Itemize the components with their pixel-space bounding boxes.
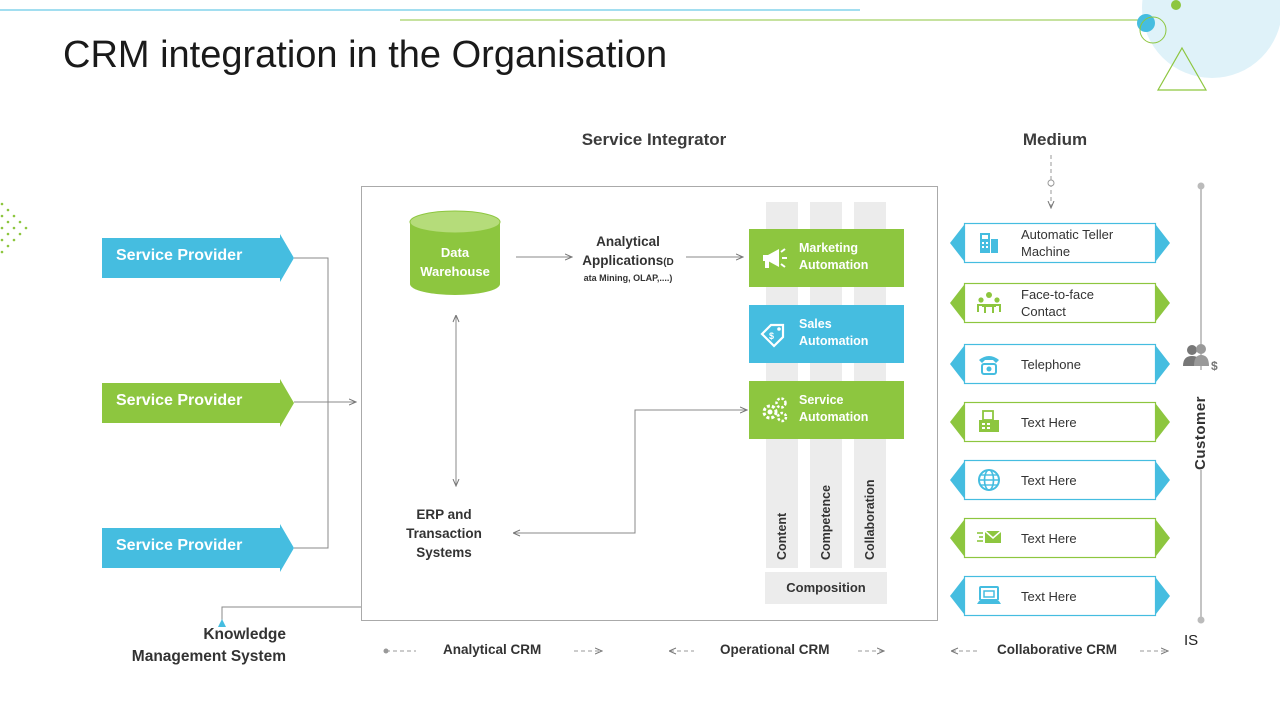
analytical-applications: Analytical Applications(D ata Mining, OL… <box>566 232 690 285</box>
erp-line2: Transaction <box>406 526 482 541</box>
channel-arrow-shape <box>950 575 1170 617</box>
sales-line2: Automation <box>799 334 869 348</box>
analytical-line1: Analytical <box>596 234 660 249</box>
service-provider-label: Service Provider <box>116 392 243 409</box>
channel-label-line1: Text Here <box>1021 414 1077 430</box>
sales-line1: Sales <box>799 317 832 331</box>
analytical-line3: ata Mining, OLAP,....) <box>583 273 673 283</box>
atm-icon <box>980 233 998 253</box>
email-icon <box>977 530 1002 543</box>
medium-channel-6: Text Here <box>950 517 1171 559</box>
gears-icon <box>762 397 788 423</box>
channel-label-line2: Contact <box>1021 304 1066 319</box>
knowledge-management-system: Knowledge Management System <box>110 624 286 668</box>
medium-channel-3: Telephone <box>950 343 1171 385</box>
fax-icon <box>979 410 999 432</box>
database-icon <box>409 210 501 295</box>
analytical-line2: Applications <box>582 253 664 268</box>
analytical-crm-label: Analytical CRM <box>443 642 542 657</box>
erp-line1: ERP and <box>416 507 472 522</box>
analytical-line2-suffix: (D <box>663 257 674 268</box>
service-provider-3: Service Provider <box>102 524 294 572</box>
channel-arrow-shape <box>950 401 1170 443</box>
svg-text:$: $ <box>769 331 774 341</box>
marketing-line1: Marketing <box>799 241 859 255</box>
composition-box: Composition <box>765 572 887 604</box>
megaphone-icon <box>763 248 787 268</box>
channel-label-line2: Machine <box>1021 244 1071 259</box>
operational-crm-label: Operational CRM <box>720 642 830 657</box>
is-label: IS <box>1184 632 1199 649</box>
data-warehouse: Data Warehouse <box>409 210 501 298</box>
erp-line3: Systems <box>416 545 472 560</box>
collaborative-crm-label: Collaborative CRM <box>997 642 1118 657</box>
page-title: CRM integration in the Organisation <box>63 34 668 76</box>
service-provider-2: Service Provider <box>102 379 294 427</box>
data-warehouse-line2: Warehouse <box>420 264 490 279</box>
laptop-icon <box>977 586 1001 604</box>
medium-channel-4: Text Here <box>950 401 1171 443</box>
channel-arrow-shape <box>950 282 1170 324</box>
price-tag-icon: $ <box>760 323 785 348</box>
channel-label-line1: Text Here <box>1021 472 1077 488</box>
service-provider-1: Service Provider <box>102 234 294 282</box>
svg-text:$: $ <box>1211 359 1218 373</box>
channel-label-line1: Face-to-face <box>1021 287 1094 302</box>
meeting-icon <box>977 292 1001 313</box>
service-provider-label: Service Provider <box>116 537 243 554</box>
service-integrator-header: Service Integrator <box>581 130 727 149</box>
knowledge-line2: Management System <box>131 648 286 665</box>
channel-label-line1: Telephone <box>1021 356 1081 372</box>
knowledge-line1: Knowledge <box>203 626 286 643</box>
channel-label-line1: Automatic Teller <box>1021 227 1114 242</box>
service-line2: Automation <box>799 410 869 424</box>
customer-label: Customer <box>1191 370 1211 470</box>
medium-channel-7: Text Here <box>950 575 1171 617</box>
globe-icon <box>978 469 1000 491</box>
channel-label-line1: Text Here <box>1021 588 1077 604</box>
erp-systems: ERP and Transaction Systems <box>389 505 499 562</box>
marketing-line2: Automation <box>799 258 869 272</box>
service-provider-label: Service Provider <box>116 247 243 264</box>
channel-label-line1: Text Here <box>1021 530 1077 546</box>
customers-icon: $ <box>1183 344 1218 373</box>
medium-channel-5: Text Here <box>950 459 1171 501</box>
medium-header: Medium <box>1022 130 1088 149</box>
service-line1: Service <box>799 393 844 407</box>
telephone-icon <box>979 356 999 375</box>
data-warehouse-line1: Data <box>440 245 470 260</box>
